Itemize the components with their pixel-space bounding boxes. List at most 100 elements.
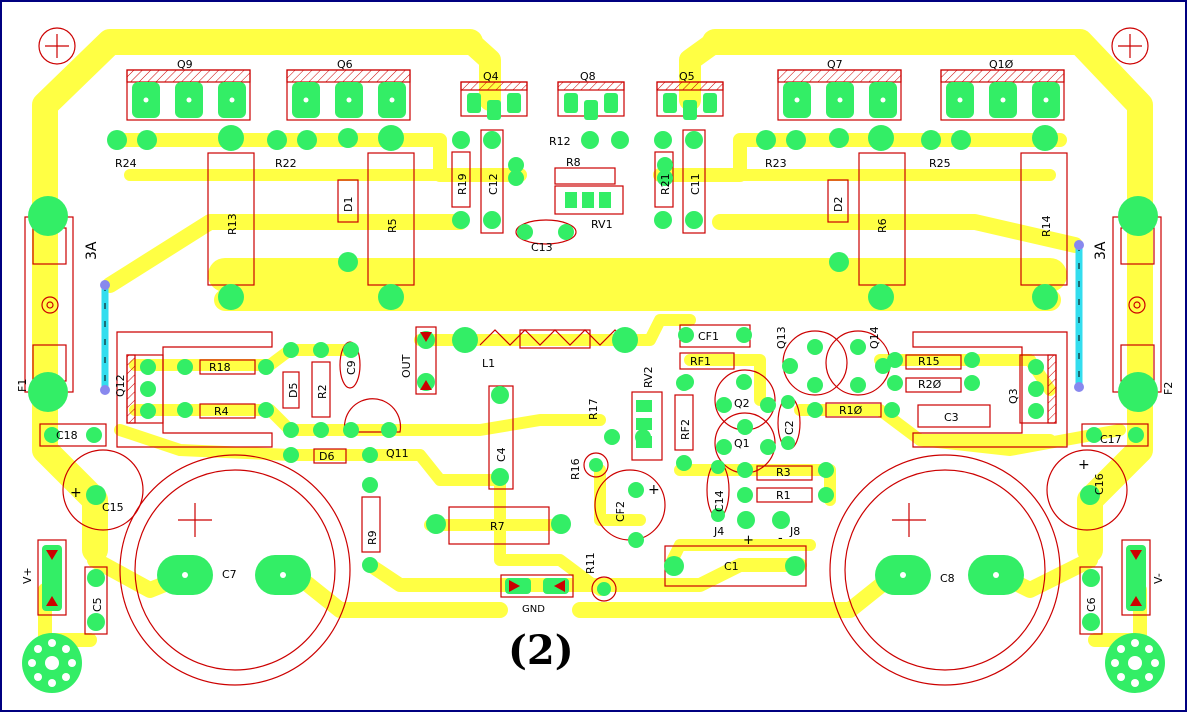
label-d2: D2 (832, 197, 845, 212)
label-q5: Q5 (679, 70, 695, 83)
label-out: OUT (400, 354, 413, 378)
label-r5: R5 (386, 218, 399, 233)
label-c18: C18 (56, 429, 78, 442)
rv2-outline (631, 391, 663, 461)
label-r6: R6 (876, 218, 889, 233)
c5-outline (84, 566, 108, 635)
d6-outline (313, 448, 347, 464)
label-r11: R11 (584, 552, 597, 574)
label-c12: C12 (487, 173, 500, 195)
vplus-connector (37, 539, 67, 616)
label-r4: R4 (214, 405, 229, 418)
c17-outline (1081, 423, 1149, 447)
label-r19: R19 (456, 173, 469, 195)
c7-outline (119, 454, 351, 686)
label-l1: L1 (482, 357, 495, 370)
r20-outline (905, 377, 962, 393)
label-vplus: V+ (21, 567, 34, 584)
gnd-connector (500, 574, 574, 598)
label-gnd: GND (522, 604, 545, 615)
d1-outline (337, 179, 359, 223)
label-c1: C1 (724, 560, 739, 573)
l1-coil (479, 329, 626, 349)
label-r3: R3 (776, 466, 791, 479)
label-q9: Q9 (177, 58, 193, 71)
connector-markers (46, 332, 1142, 606)
label-r18: R18 (209, 361, 231, 374)
label-c8: C8 (940, 572, 955, 585)
r19-outline (451, 151, 471, 208)
label-q13: Q13 (775, 326, 788, 349)
label-r24: R24 (115, 157, 137, 170)
c12-outline (480, 129, 504, 234)
r2-outline (311, 361, 331, 418)
r3-outline (756, 465, 813, 481)
d2-outline (827, 179, 849, 223)
mount-hole-top-right (1111, 27, 1149, 65)
label-q1: Q1 (734, 437, 750, 450)
label-f1: F1 (16, 379, 29, 392)
label-c16: C16 (1093, 473, 1106, 495)
label-cf2: CF2 (614, 501, 627, 522)
rv1-outline (554, 185, 624, 215)
label-r15: R15 (918, 355, 940, 368)
label-c9: C9 (345, 360, 358, 375)
label-r8: R8 (566, 156, 581, 169)
label-r9: R9 (366, 530, 379, 545)
label-d5: D5 (287, 383, 300, 398)
label-q3: Q3 (1007, 388, 1020, 404)
label-c2: C2 (783, 420, 796, 435)
label-rf1: RF1 (690, 355, 711, 368)
vminus-connector (1121, 539, 1151, 616)
rf2-outline (674, 394, 694, 451)
c4-outline (488, 385, 514, 490)
pad-holes (28, 97, 1159, 687)
c7-inner (134, 469, 336, 671)
label-r16: R16 (569, 458, 582, 480)
label-q10: Q1Ø (989, 58, 1014, 71)
r1-outline (756, 487, 813, 503)
label-f2: F2 (1162, 382, 1175, 395)
r16-pad-ring (583, 452, 609, 478)
label-j8-minus: - (778, 531, 783, 546)
r18-outline (199, 359, 256, 375)
board-caption: (2) (508, 627, 574, 674)
label-rv2: RV2 (642, 366, 655, 388)
label-r13: R13 (226, 213, 239, 235)
label-q4: Q4 (483, 70, 499, 83)
c9-outline (339, 341, 361, 389)
label-r17: R17 (587, 398, 600, 420)
c6-outline (1079, 566, 1103, 635)
out-connector (415, 326, 437, 395)
label-r1: R1 (776, 489, 791, 502)
label-c11: C11 (689, 173, 702, 195)
label-r7: R7 (490, 520, 505, 533)
r15-outline (905, 354, 962, 370)
c8-inner (844, 469, 1046, 671)
label-c16-plus: + (1078, 457, 1090, 473)
mount-hole-top-left (38, 27, 76, 65)
label-q8: Q8 (580, 70, 596, 83)
r21-outline (654, 151, 674, 208)
r7-outline (448, 506, 550, 545)
q11-outline (343, 398, 402, 433)
label-c14: C14 (713, 490, 726, 512)
label-r14: R14 (1040, 215, 1053, 237)
r9-outline (361, 496, 381, 553)
right-heatsink-outline (912, 331, 1068, 448)
left-heatsink-outline (116, 331, 273, 448)
label-cf2-plus: + (648, 482, 660, 498)
label-rf2: RF2 (679, 419, 692, 440)
r11-pad-ring (591, 576, 617, 602)
label-c4: C4 (495, 447, 508, 462)
label-d6: D6 (319, 450, 334, 463)
component-labels: Q9 Q6 Q4 Q8 Q5 Q7 Q1Ø R24 R22 R12 R8 RV1… (16, 58, 1175, 674)
label-rv1: RV1 (591, 218, 613, 231)
label-c13: C13 (531, 241, 553, 254)
label-c17: C17 (1100, 433, 1122, 446)
label-c7: C7 (222, 568, 237, 581)
label-fuse-left: 3A (84, 241, 100, 260)
label-cf1: CF1 (698, 330, 719, 343)
